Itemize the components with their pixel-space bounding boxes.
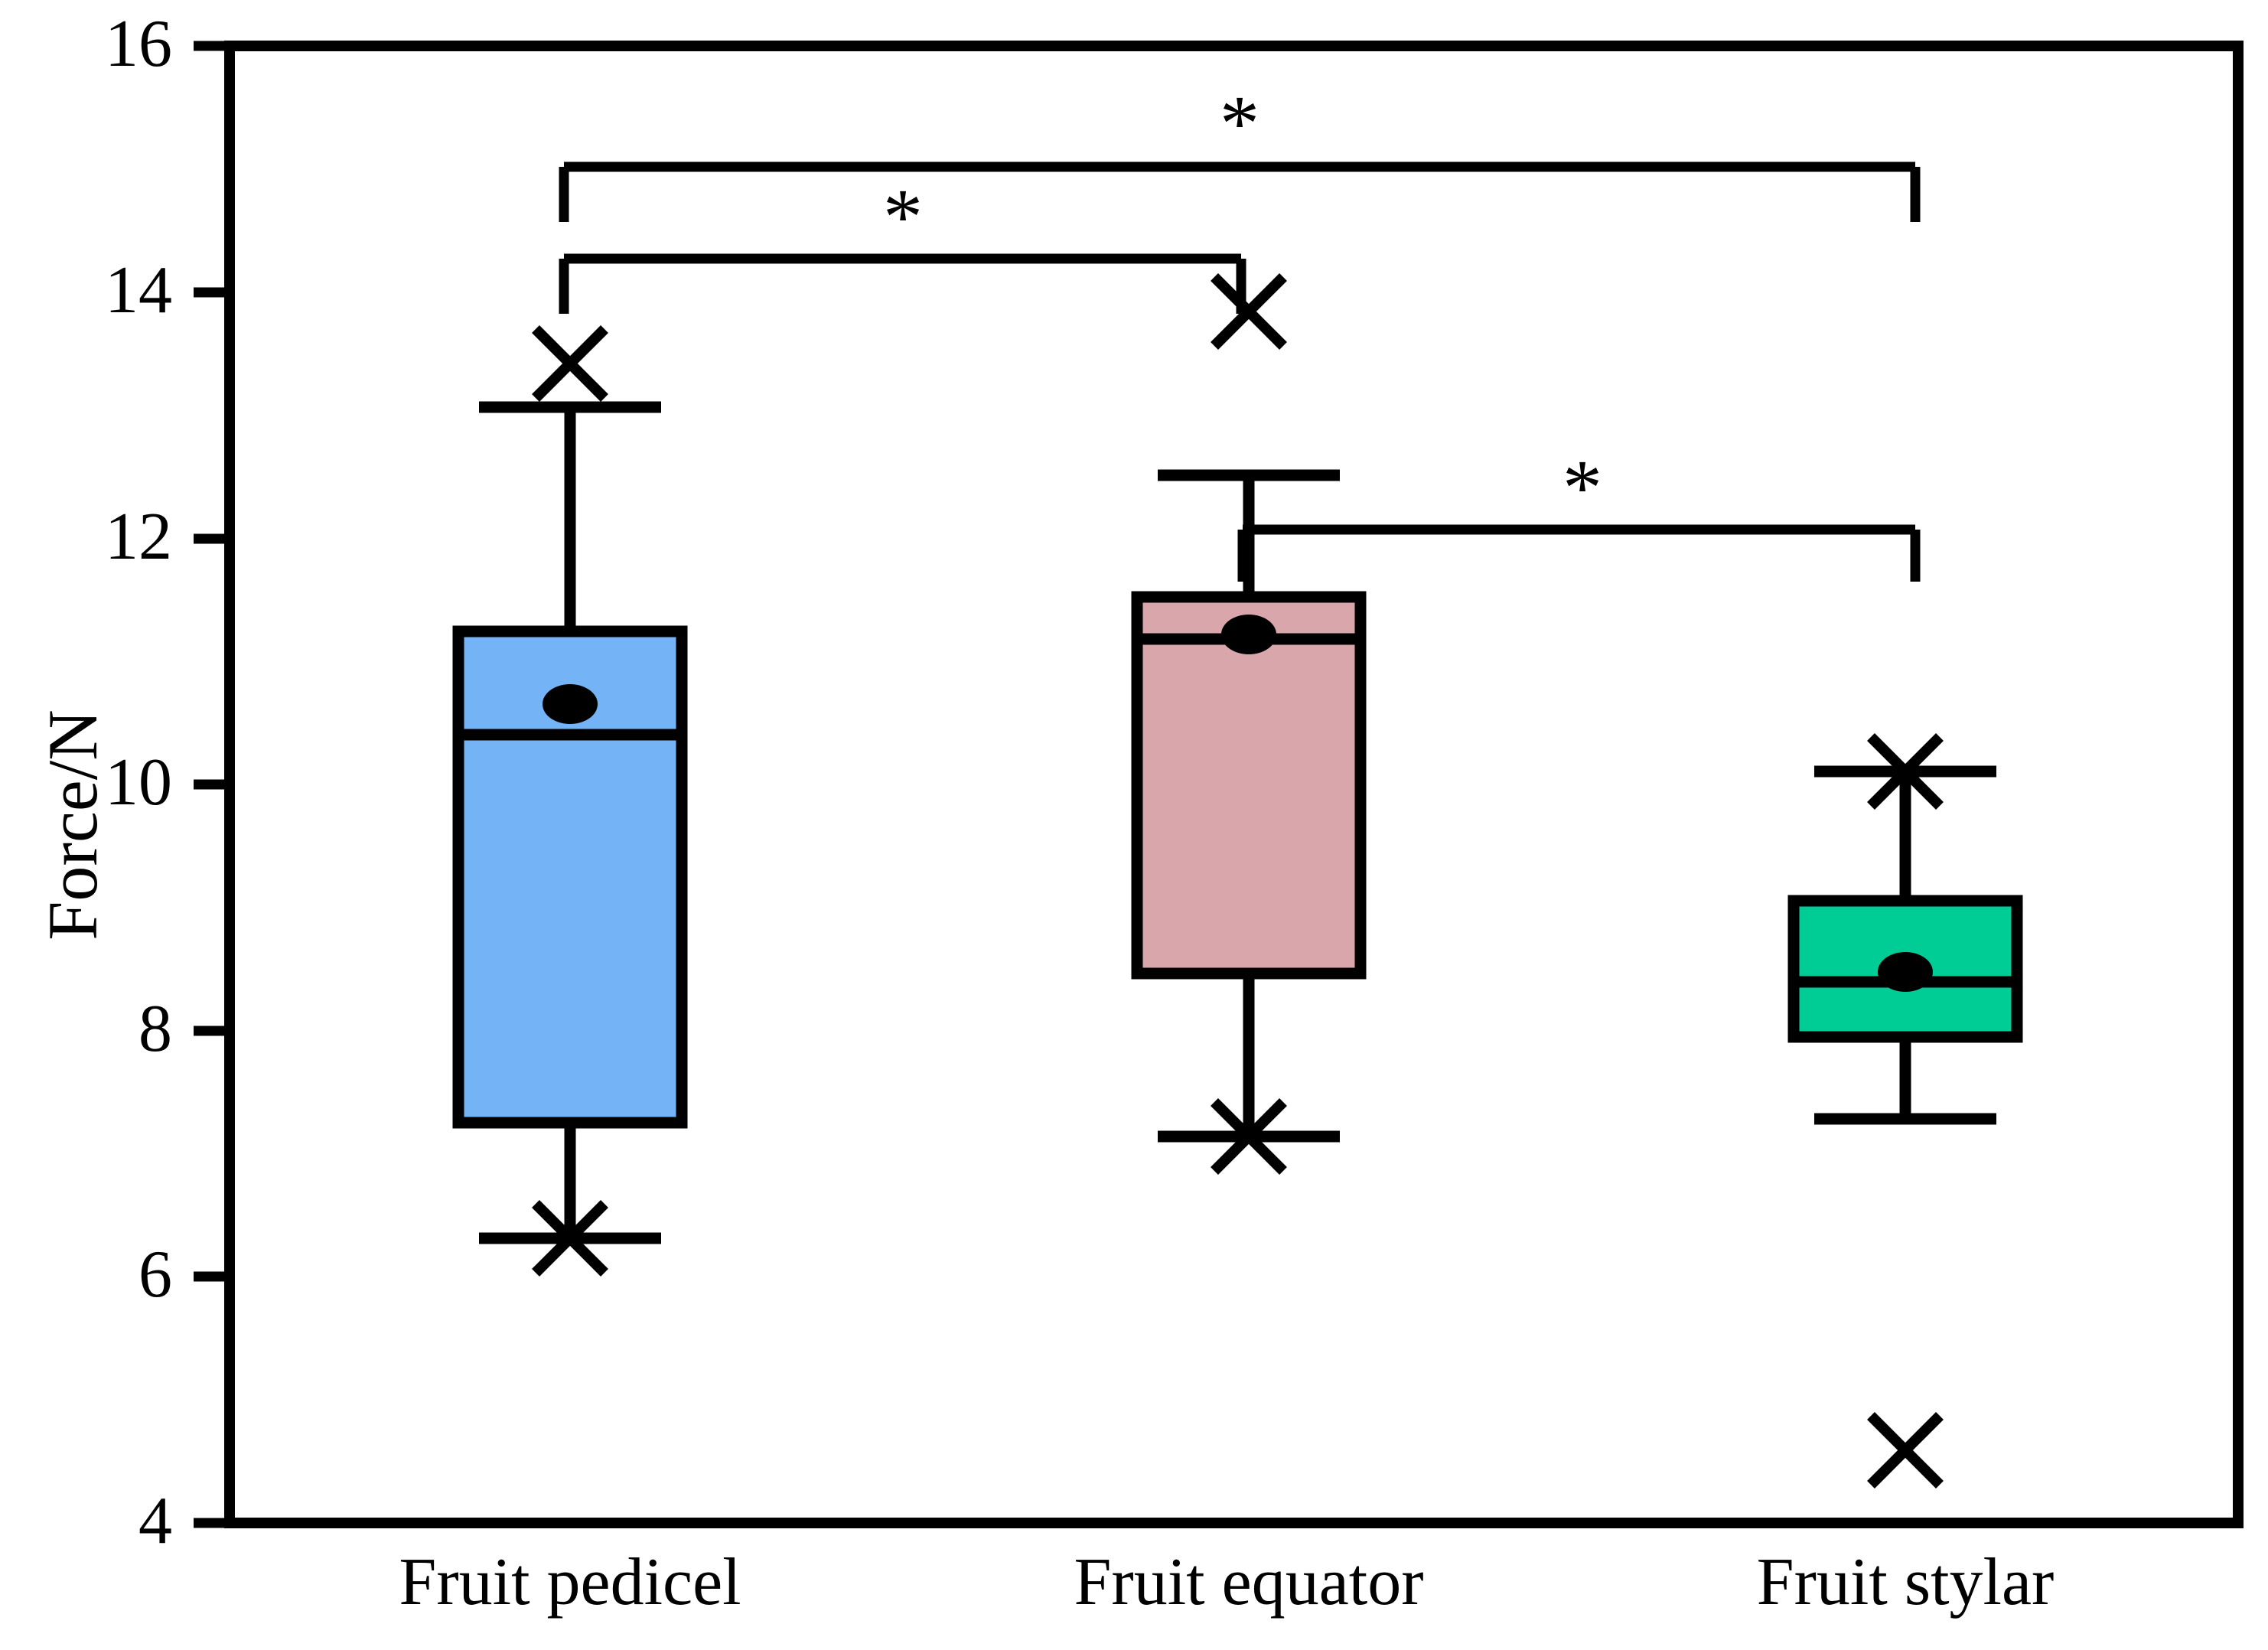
significance-bracket-equator-stylar — [1237, 524, 1921, 582]
significance-bracket-pedicel-stylar — [559, 161, 1921, 222]
box-group-fruit-stylar[interactable] — [1787, 733, 2023, 1489]
outlier-marker-pedicel-low — [532, 1200, 608, 1277]
mean-marker-stylar — [1878, 952, 1933, 992]
y-tick-label-8: 8 — [138, 992, 172, 1066]
mean-marker-equator — [1221, 615, 1276, 654]
mean-marker-pedicel — [543, 684, 598, 724]
y-axis-ticks — [194, 41, 230, 1528]
outlier-marker-equator-high — [1211, 273, 1287, 350]
outlier-marker-equator-low — [1211, 1098, 1287, 1175]
y-tick-label-16: 16 — [105, 7, 172, 81]
y-tick-label-14: 14 — [105, 253, 172, 328]
significance-star-pedicel-equator: * — [883, 173, 923, 261]
outlier-marker-stylar-high — [1867, 733, 1944, 810]
y-tick-label-12: 12 — [105, 500, 172, 574]
outlier-marker-stylar-low — [1867, 1412, 1944, 1489]
box-body-equator[interactable] — [1131, 591, 1367, 980]
significance-star-equator-stylar: * — [1563, 444, 1602, 532]
y-tick-label-6: 6 — [138, 1238, 172, 1312]
box-body-pedicel[interactable] — [452, 625, 688, 1129]
x-axis-label-fruit-equator: Fruit equator — [1074, 1545, 1424, 1619]
x-axis-label-fruit-pedicel: Fruit pedicel — [399, 1545, 741, 1619]
box-group-fruit-equator[interactable] — [1131, 273, 1367, 1175]
x-axis-label-fruit-stylar: Fruit stylar — [1756, 1545, 2055, 1619]
outlier-marker-pedicel-high — [532, 325, 608, 402]
significance-star-pedicel-stylar: * — [1220, 80, 1259, 168]
y-tick-label-4: 4 — [138, 1484, 172, 1558]
y-tick-label-10: 10 — [105, 745, 172, 820]
significance-bracket-pedicel-equator — [559, 253, 1246, 314]
box-group-fruit-pedicel[interactable] — [452, 325, 688, 1277]
